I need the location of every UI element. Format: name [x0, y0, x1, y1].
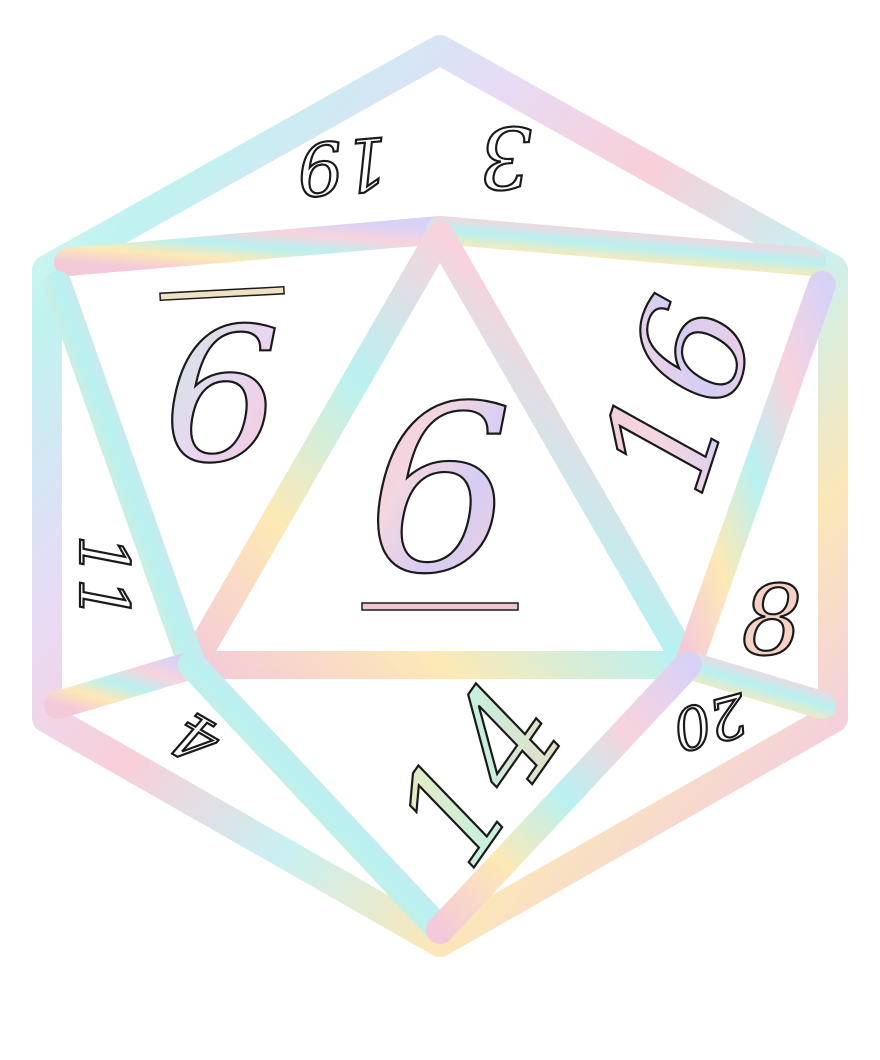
face-center-number: 6 — [367, 358, 513, 625]
face-top-right-number: 3 — [478, 107, 535, 207]
face-numbers: 6 6 16 19 3 11 8 4 14 — [62, 106, 804, 896]
face-center-underline — [361, 602, 519, 611]
face-left-number: 11 — [63, 535, 142, 622]
frame-inner-edges — [44, 36, 836, 944]
face-right-number: 8 — [741, 565, 802, 677]
face-upper-left-number: 6 — [163, 288, 281, 504]
face-upper-left-underline — [159, 285, 285, 302]
die-frame — [32, 35, 848, 957]
face-top-left-number: 19 — [294, 120, 393, 212]
